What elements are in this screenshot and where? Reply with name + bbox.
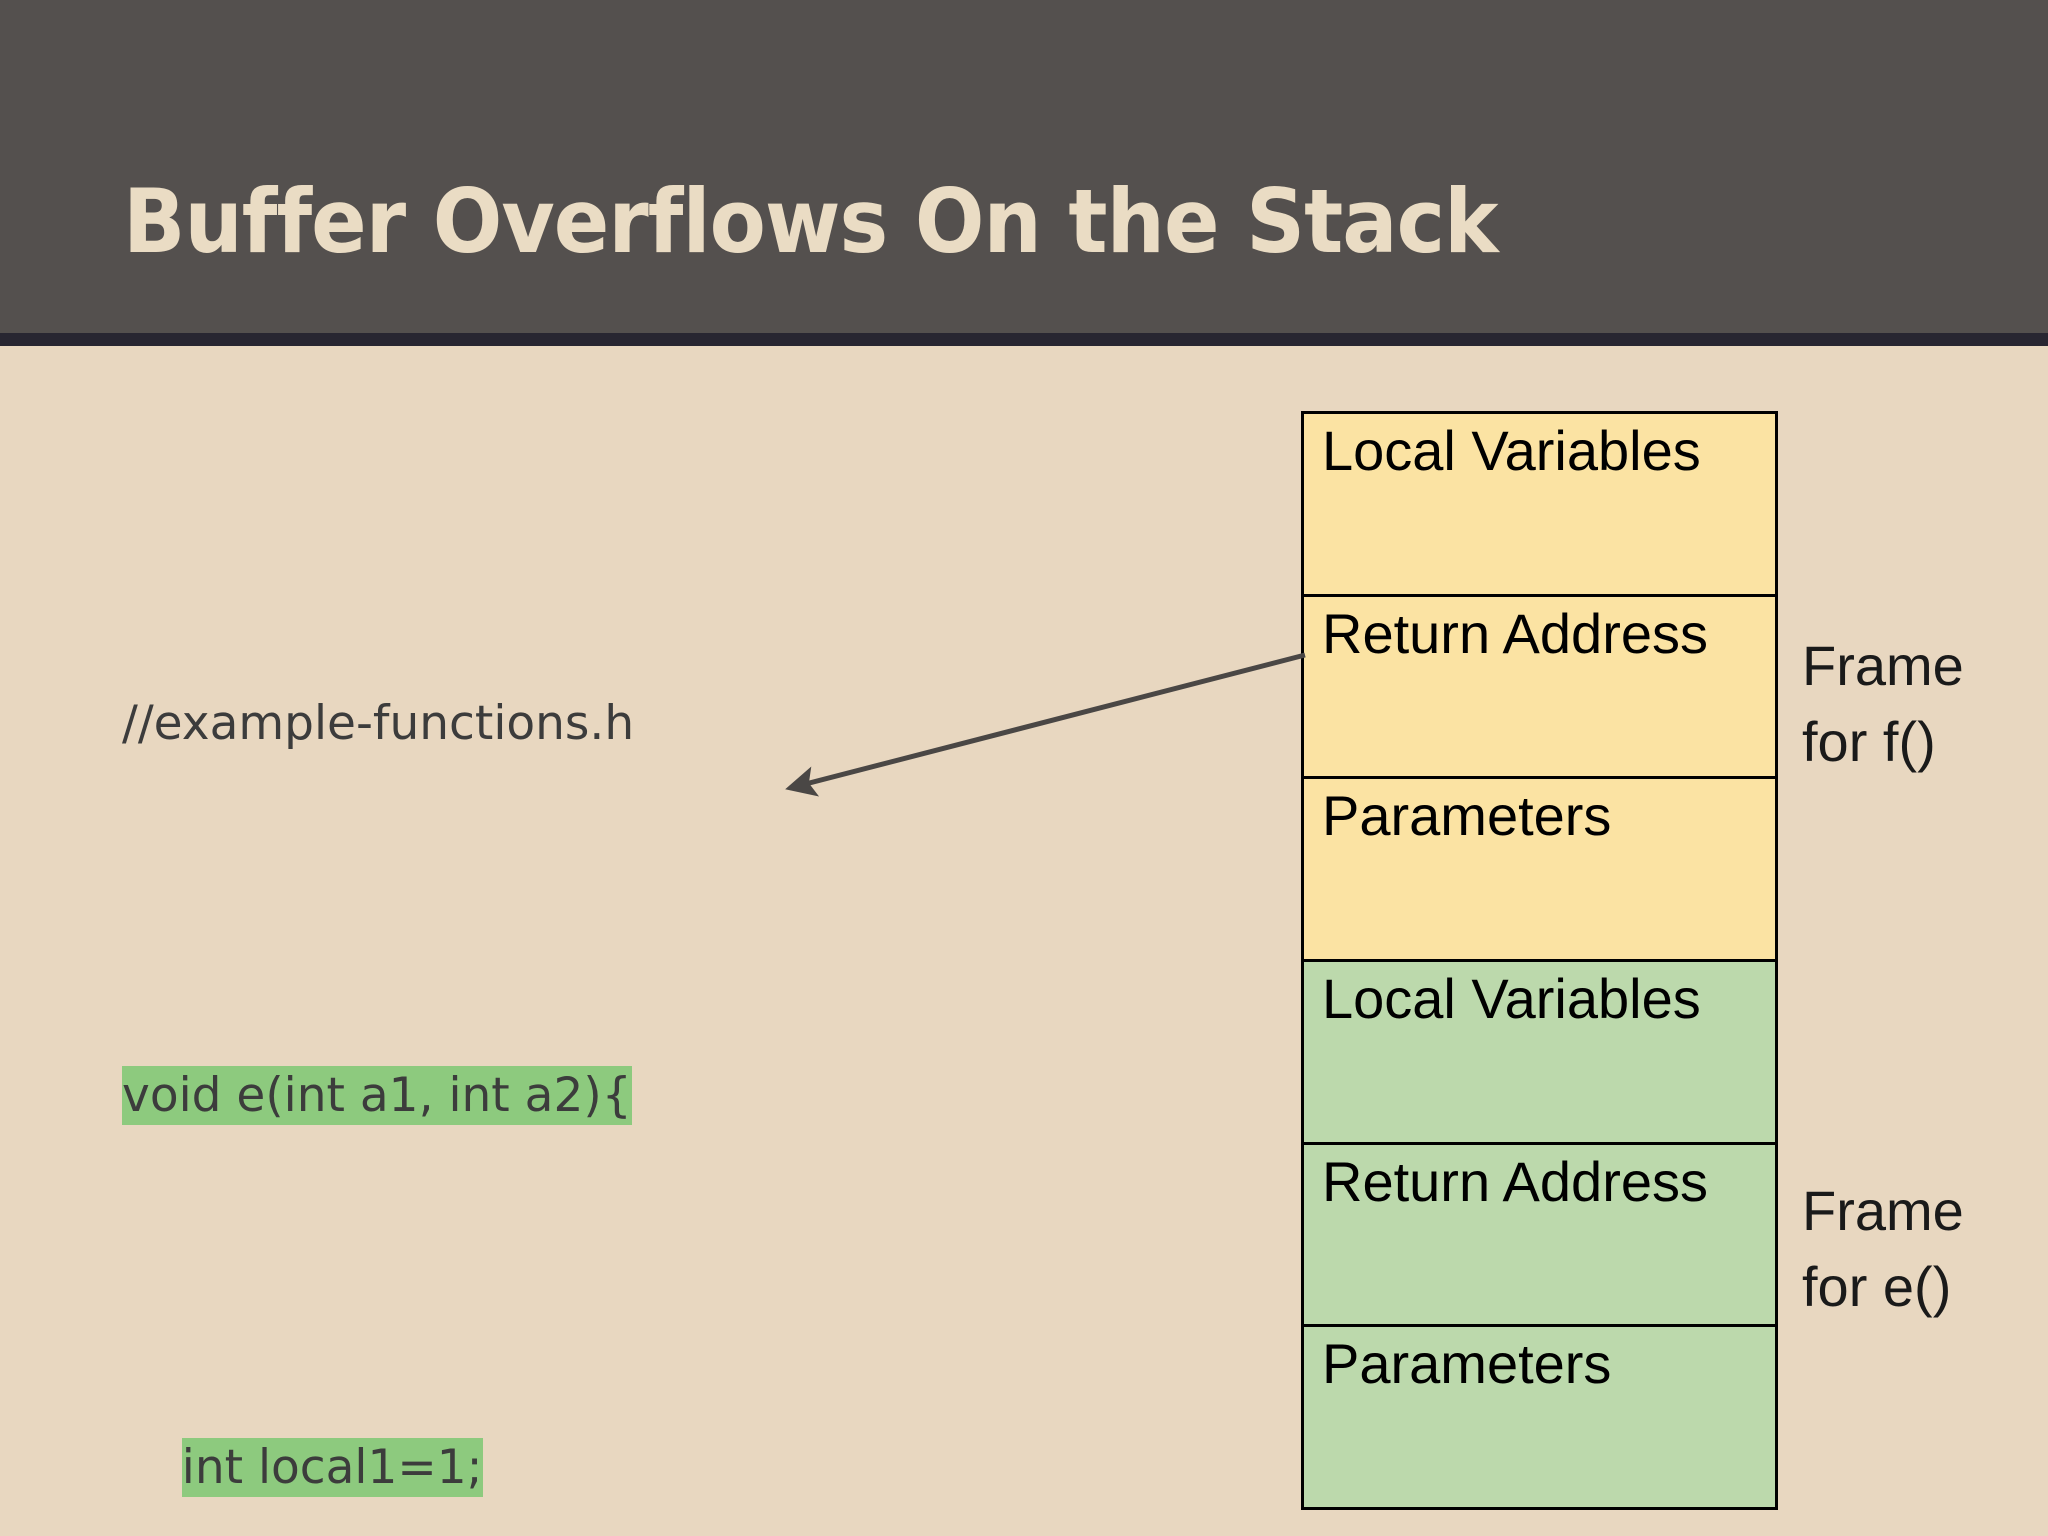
stack-row-label: Local Variables bbox=[1322, 967, 1701, 1031]
title-banner-rule bbox=[0, 333, 2048, 346]
title-banner bbox=[0, 0, 2048, 333]
stack-row: Local Variables bbox=[1304, 414, 1775, 597]
stack-row-label: Return Address bbox=[1322, 601, 1708, 665]
code-indent bbox=[122, 1440, 182, 1495]
page-title: Buffer Overflows On the Stack bbox=[123, 170, 1499, 273]
frame-label-f: Frame for f() bbox=[1802, 634, 1964, 773]
stack-row-label: Return Address bbox=[1322, 1149, 1708, 1213]
code-listing: //example-functions.h void e(int a1, int… bbox=[122, 398, 882, 1536]
stack-row: Return Address bbox=[1304, 1144, 1775, 1328]
code-line: void e(int a1, int a2){ bbox=[122, 1049, 882, 1142]
code-line: int local1=1; bbox=[122, 1421, 882, 1514]
stack-row-label: Parameters bbox=[1322, 1332, 1612, 1396]
stack-row: Return Address bbox=[1304, 596, 1775, 780]
code-line: //example-functions.h bbox=[122, 677, 882, 770]
stack-row: Parameters bbox=[1304, 1327, 1775, 1508]
code-text: void e(int a1, int a2){ bbox=[122, 1066, 632, 1125]
code-text: int local1=1; bbox=[181, 1438, 483, 1497]
stack-row-label: Parameters bbox=[1322, 784, 1612, 848]
code-comment: //example-functions.h bbox=[122, 696, 635, 751]
stack-diagram: Local Variables Return Address Parameter… bbox=[1301, 411, 1778, 1510]
stack-row-label: Local Variables bbox=[1322, 419, 1701, 482]
stack-row: Local Variables bbox=[1304, 962, 1775, 1145]
frame-label-e: Frame for e() bbox=[1802, 1179, 1964, 1318]
stack-row: Parameters bbox=[1304, 779, 1775, 963]
